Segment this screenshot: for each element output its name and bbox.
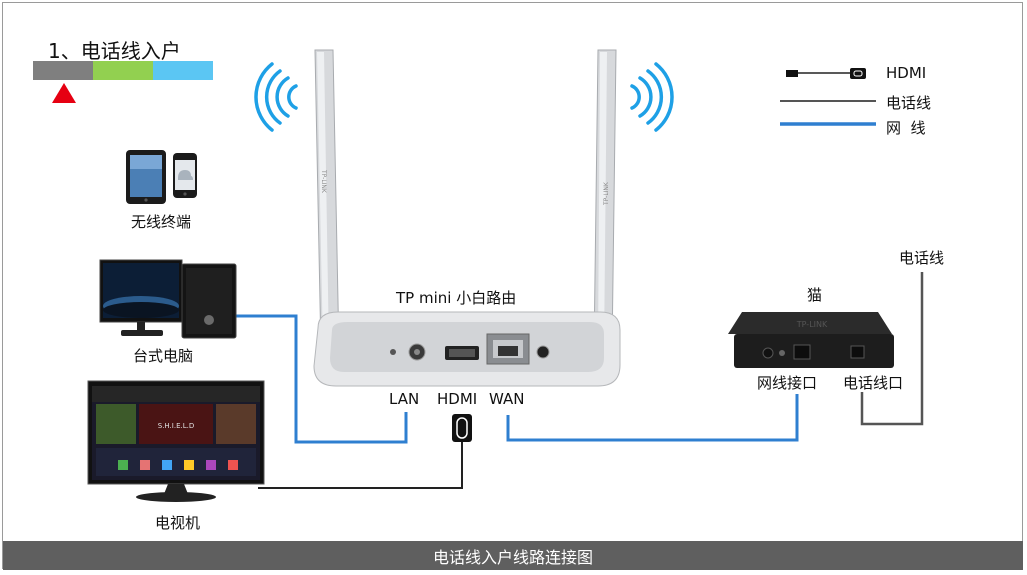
modem-network-port-label: 网线接口 — [757, 374, 818, 392]
hdmi-port-label: HDMI — [437, 390, 478, 408]
router-antenna-right-icon: TP-LINK — [593, 49, 617, 353]
progress-segment-1 — [33, 61, 93, 80]
wifi-signal-right-icon — [630, 62, 674, 132]
wifi-signal-left-icon — [254, 62, 298, 132]
progress-segment-2 — [93, 61, 153, 80]
tv-screen-text: S.H.I.E.L.D — [158, 422, 195, 430]
router-body-icon — [313, 311, 621, 387]
router-antenna-left-icon: TP-LINK — [314, 49, 340, 353]
modem-label: 猫 — [807, 286, 823, 304]
wan-port-label: WAN — [489, 390, 525, 408]
modem-brand: TP-LINK — [796, 320, 828, 329]
television-icon: S.H.I.E.L.D — [87, 380, 265, 502]
antenna-brand-left: TP-LINK — [320, 169, 327, 194]
hdmi-cable — [258, 442, 463, 489]
wireless-terminal-label: 无线终端 — [131, 213, 192, 231]
legend-network-line-label: 网 线 — [886, 119, 926, 137]
antenna-brand-right: TP-LINK — [603, 181, 610, 206]
lan-port-label: LAN — [389, 390, 420, 408]
modem-icon: TP-LINK — [728, 312, 894, 368]
phone-line-cable — [860, 272, 924, 426]
progress-segment-3 — [153, 61, 213, 80]
wan-network-cable — [506, 394, 799, 442]
connection-diagram: TP-LINK TP-LINK — [87, 49, 924, 502]
step-title: 1、电话线入户 — [48, 39, 181, 63]
desktop-computer-icon — [99, 259, 237, 339]
phone-line-in-label: 电话线 — [899, 249, 945, 267]
modem-phone-port-label: 电话线口 — [843, 374, 904, 392]
step-progress-bar — [33, 61, 213, 80]
router-label: TP mini 小白路由 — [396, 289, 517, 307]
hdmi-plug-icon — [452, 414, 472, 442]
smartphone-icon — [173, 153, 197, 198]
tv-label: 电视机 — [155, 514, 201, 532]
current-step-marker-icon — [52, 83, 76, 103]
legend-hdmi-label: HDMI — [886, 64, 927, 82]
lan-network-cable — [235, 314, 408, 444]
legend-hdmi-cable-icon — [786, 68, 866, 79]
legend-phone-line-label: 电话线 — [886, 94, 932, 112]
desktop-label: 台式电脑 — [133, 347, 194, 365]
tablet-icon — [126, 150, 166, 204]
diagram-caption: 电话线入户线路连接图 — [3, 541, 1023, 570]
